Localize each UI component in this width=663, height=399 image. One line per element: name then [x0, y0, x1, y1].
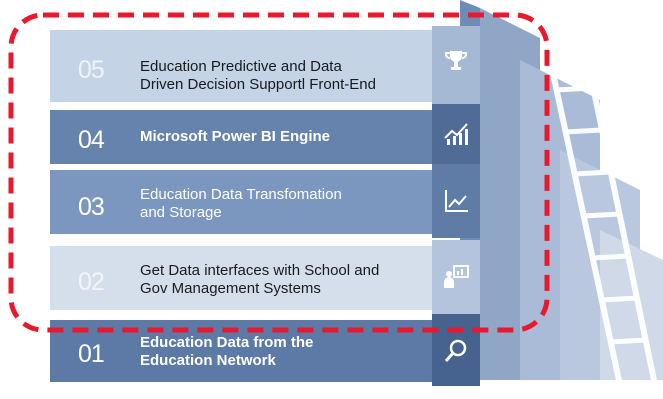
layer-label: Education Predictive and Data Driven Dec…: [140, 58, 376, 94]
magnifier-icon: [437, 332, 475, 370]
layer-label-line2: Education Network: [140, 352, 276, 369]
layer-label-line1: Education Predictive and Data: [140, 58, 342, 75]
line-chart-icon: [437, 182, 475, 220]
layer-label: Education Data from the Education Networ…: [140, 334, 313, 370]
layer-03-front: [50, 170, 432, 234]
layer-label: Education Data Transfomation and Storage: [140, 186, 342, 222]
bar-chart-icon: [437, 114, 475, 152]
layer-02-front: [50, 246, 432, 310]
layer-label-line2: Driven Decision Supportl Front-End: [140, 76, 376, 93]
layer-number: 04: [78, 126, 105, 154]
layer-05-front: [50, 30, 432, 102]
layer-label: Microsoft Power BI Engine: [140, 128, 330, 146]
layer-number: 02: [78, 268, 105, 296]
presenter-icon: [437, 258, 475, 296]
layer-04-front: [50, 110, 432, 164]
layer-number: 05: [78, 56, 105, 84]
layer-01-side: [432, 314, 480, 386]
layer-number: 01: [78, 340, 105, 368]
layer-label: Get Data interfaces with School and Gov …: [140, 262, 379, 298]
layer-label-line2: and Storage: [140, 204, 222, 221]
layer-number: 03: [78, 193, 105, 221]
layer-label-line1: Microsoft Power BI Engine: [140, 128, 331, 145]
layer-label-line1: Get Data interfaces with School and: [140, 262, 380, 279]
layer-label-line1: Education Data from the: [140, 334, 314, 351]
trophy-icon: [437, 42, 475, 80]
layer-label-line1: Education Data Transfomation: [140, 186, 342, 203]
layer-01-front: [50, 320, 432, 382]
layer-label-line2: Gov Management Systems: [140, 280, 321, 297]
